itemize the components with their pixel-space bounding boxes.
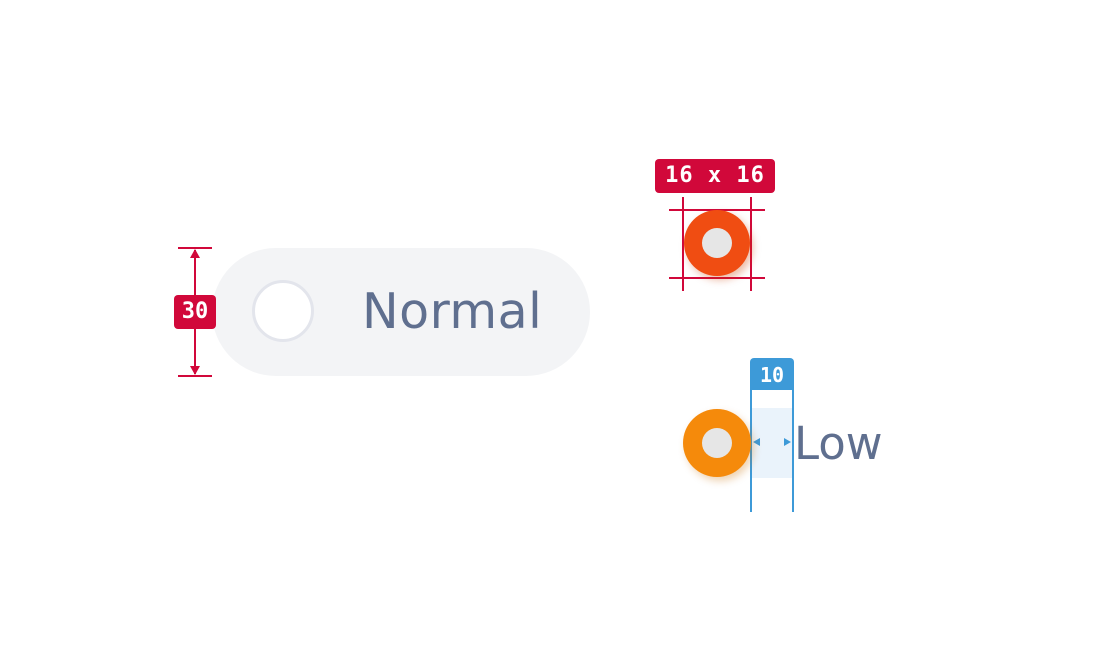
normal-option-label: Normal (362, 283, 543, 340)
low-option-label: Low (794, 417, 883, 470)
selected-radio-dot (702, 228, 732, 258)
size-annotation-badge: 16 x 16 (655, 159, 775, 193)
normal-radio-unselected[interactable] (252, 280, 314, 342)
height-annotation-badge: 30 (174, 295, 216, 329)
spacing-dimension-lines (750, 388, 794, 512)
low-radio-dot (702, 428, 732, 458)
spacing-annotation-badge: 10 (750, 358, 794, 390)
